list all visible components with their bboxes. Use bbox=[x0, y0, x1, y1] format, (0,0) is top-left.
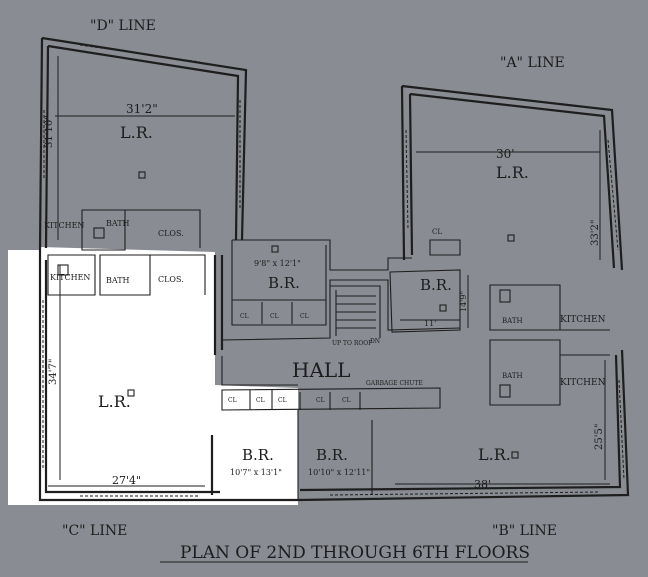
closet-label: CL bbox=[240, 313, 249, 320]
b-bath-label: BATH bbox=[502, 372, 523, 380]
b-lr-label: L.R. bbox=[478, 445, 511, 464]
c-line-label: "C" LINE bbox=[62, 523, 127, 539]
outlet-marker bbox=[507, 234, 515, 242]
outlet-marker bbox=[138, 171, 146, 179]
closet-label: CL bbox=[316, 397, 325, 404]
b-kitchen-label: KITCHEN bbox=[560, 378, 606, 388]
a-bath-label: BATH bbox=[502, 317, 523, 325]
outlet-marker bbox=[271, 245, 279, 253]
c-lr-width: 27'4" bbox=[112, 474, 141, 487]
a-lr-label: L.R. bbox=[496, 163, 529, 182]
outlet-marker bbox=[439, 304, 447, 312]
b-line-label: "B" LINE bbox=[492, 523, 557, 539]
c-lr-depth: 34'7" bbox=[48, 359, 59, 385]
a-line-label: "A" LINE bbox=[500, 55, 565, 71]
c-br-label: B.R. bbox=[242, 446, 274, 464]
d-lr-width: 31'2" bbox=[126, 102, 158, 116]
c-bath-label: BATH bbox=[106, 276, 130, 285]
d-clos-label: CLOS. bbox=[158, 229, 184, 238]
closet-label: CL bbox=[342, 397, 351, 404]
d-br-label: B.R. bbox=[268, 274, 300, 292]
b-lr-width: 38' bbox=[474, 478, 491, 491]
a-br-width: 11' bbox=[424, 319, 436, 328]
d-kitchen-label: KITCHEN bbox=[44, 221, 84, 230]
closet-label: CL bbox=[432, 228, 442, 236]
highlighted-unit-c bbox=[8, 247, 298, 505]
unit-c-walls bbox=[38, 250, 298, 502]
d-lr-label: L.R. bbox=[120, 123, 153, 142]
d-line-label: "D" LINE bbox=[90, 18, 156, 34]
b-br-label: B.R. bbox=[316, 446, 348, 464]
hall-core bbox=[221, 239, 461, 411]
a-kitchen-label: KITCHEN bbox=[560, 315, 606, 325]
a-lr-depth: 33'2" bbox=[590, 220, 601, 246]
outlet-marker bbox=[127, 389, 135, 397]
a-br-depth: 14'9" bbox=[459, 291, 468, 312]
garbage-chute-label: GARBAGE CHUTE bbox=[366, 380, 423, 387]
closet-label: CL bbox=[300, 313, 309, 320]
c-kitchen-label: KITCHEN bbox=[50, 273, 90, 282]
closet-label: CL bbox=[270, 313, 279, 320]
closet-label: CL bbox=[278, 397, 287, 404]
c-clos-label: CLOS. bbox=[158, 275, 184, 284]
b-br-size: 10'10" x 12'11" bbox=[308, 468, 370, 477]
stair-up-label: UP TO ROOF bbox=[332, 340, 372, 347]
unit-a-walls bbox=[400, 84, 624, 271]
a-lr-width: 30' bbox=[496, 147, 515, 161]
hall-label: HALL bbox=[292, 358, 350, 382]
closet-label: CL bbox=[228, 397, 237, 404]
stair-down-label: DN bbox=[370, 338, 380, 345]
d-lr-depth: 31'10" bbox=[44, 115, 55, 148]
plan-title: PLAN OF 2ND THROUGH 6TH FLOORS bbox=[180, 543, 530, 563]
a-br-label: B.R. bbox=[420, 276, 452, 294]
b-lr-depth: 25'5" bbox=[594, 424, 605, 450]
outlet-marker bbox=[511, 451, 519, 459]
c-br-size: 10'7" x 13'1" bbox=[230, 468, 282, 477]
closet-label: CL bbox=[256, 397, 265, 404]
kitchen-bath-fixtures bbox=[47, 209, 610, 406]
unit-b-walls bbox=[297, 349, 630, 502]
c-lr-label: L.R. bbox=[98, 392, 131, 411]
dimension-lines bbox=[48, 56, 610, 487]
unit-d-walls bbox=[38, 36, 248, 251]
d-br-size: 9'8" x 12'1" bbox=[254, 259, 301, 268]
d-bath-label: BATH bbox=[106, 219, 130, 228]
